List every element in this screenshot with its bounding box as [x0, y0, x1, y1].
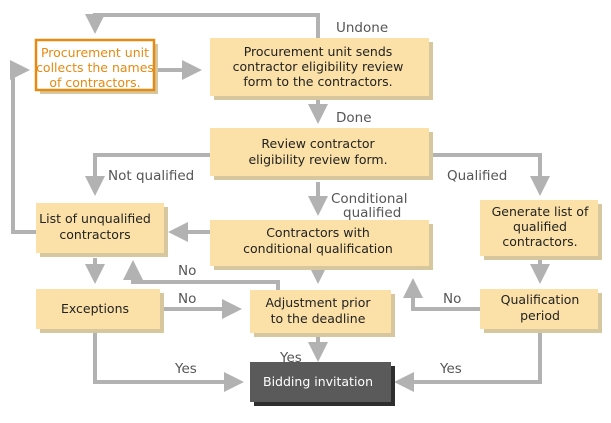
node-collect-line-2: collects the names [36, 60, 154, 75]
node-qualified-line-3: contractors. [502, 234, 577, 249]
node-send-form: Procurement unit sends contractor eligib… [210, 38, 433, 100]
node-send-form-line-1: Procurement unit sends [244, 44, 393, 59]
label-not-qualified: Not qualified [108, 168, 194, 184]
node-bidding-line-1: Bidding invitation [263, 374, 373, 389]
node-collect-line-3: of contractors. [49, 75, 140, 90]
node-qualified-line-1: Generate list of [492, 204, 589, 219]
node-conditional-line-2: conditional qualification [243, 241, 393, 256]
label-yes-period: Yes [439, 361, 462, 377]
label-no-period: No [443, 291, 461, 307]
node-adjustment-line-2: to the deadline [271, 311, 366, 326]
node-unqualified-list: List of unqualified contractors [36, 203, 168, 257]
arrow-adjustment-no-to-unqualified [123, 260, 280, 290]
label-done: Done [336, 110, 372, 126]
edge-labels: Undone Done Not qualified Qualified Cond… [108, 20, 507, 377]
arrow-not-qualified [85, 153, 210, 196]
node-collect-line-1: Procurement unit [41, 45, 149, 60]
node-send-form-line-2: contractor eligibility review [233, 59, 404, 74]
node-qualified-list: Generate list of qualified contractors. [480, 200, 602, 260]
arrow-qualified [430, 153, 550, 196]
node-send-form-line-3: form to the contractors. [243, 74, 392, 89]
arrow-unqualified-to-collect [10, 60, 36, 234]
node-adjustment: Adjustment prior to the deadline [250, 290, 395, 337]
node-review-line-1: Review contractor [261, 136, 375, 151]
node-conditional-line-1: Contractors with [266, 225, 370, 240]
label-conditional-line-1: Conditional [331, 191, 407, 207]
label-qualified: Qualified [447, 168, 507, 184]
node-review-form: Review contractor eligibility review for… [210, 128, 433, 180]
arrow-undone-loop [85, 13, 320, 38]
arrow-period-no-to-adjustment [403, 278, 484, 311]
node-qualification-period: Qualification period [480, 289, 602, 333]
node-collect-names: Procurement unit collects the names of c… [34, 38, 158, 94]
node-adjustment-line-1: Adjustment prior [265, 295, 371, 310]
node-qualified-line-2: qualified [513, 219, 567, 234]
node-unqualified-line-2: contractors [59, 227, 130, 242]
label-yes-exceptions: Yes [174, 361, 197, 377]
node-period-line-2: period [520, 308, 560, 323]
node-period-line-1: Qualification [501, 292, 580, 307]
node-unqualified-line-1: List of unqualified [39, 211, 151, 226]
node-bidding-invitation: Bidding invitation [250, 362, 395, 406]
node-review-line-2: eligibility review form. [248, 152, 387, 167]
arrow-exceptions-yes-to-bidding [93, 329, 244, 392]
node-exceptions: Exceptions [36, 289, 164, 333]
label-yes-adjustment: Yes [279, 350, 302, 366]
label-undone: Undone [336, 20, 388, 36]
arrow-period-yes-to-bidding [394, 329, 542, 392]
node-exceptions-line-1: Exceptions [61, 301, 129, 316]
connectors [10, 13, 550, 392]
node-conditional-qualification: Contractors with conditional qualificati… [210, 220, 433, 270]
label-conditional-line-2: qualified [343, 205, 401, 221]
label-no-exceptions: No [178, 291, 196, 307]
label-no-adjustment: No [178, 263, 196, 279]
